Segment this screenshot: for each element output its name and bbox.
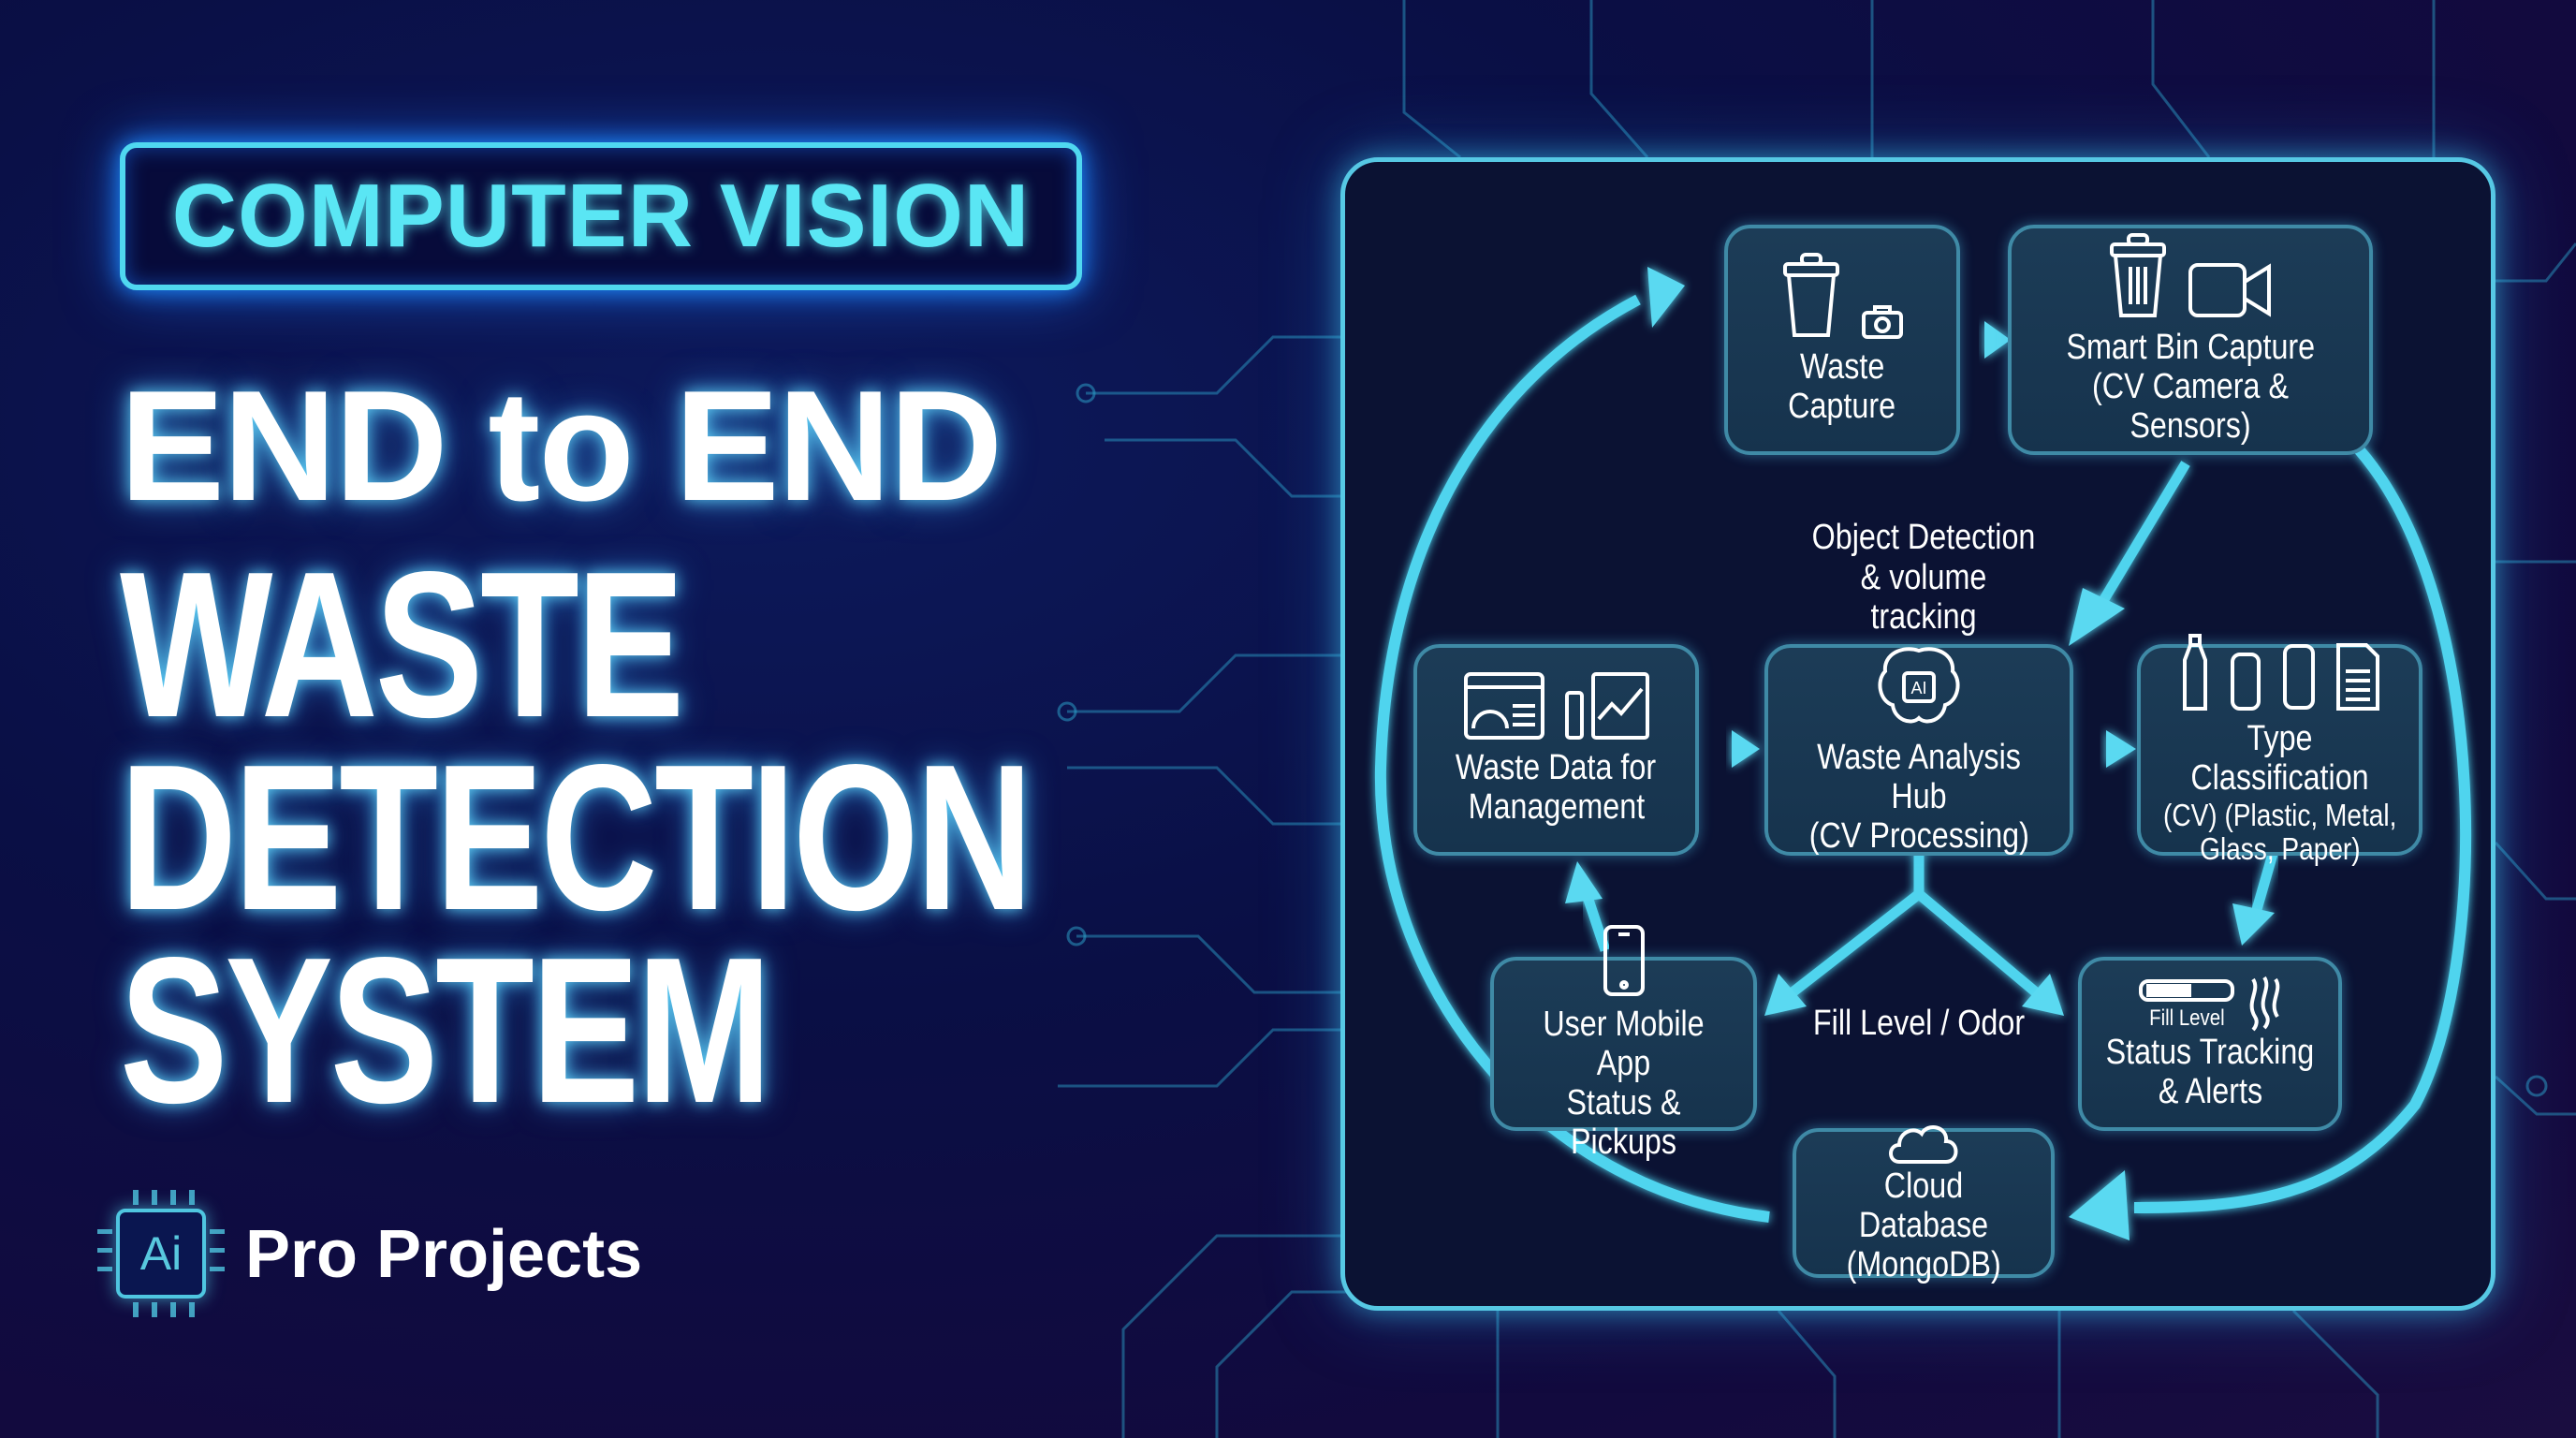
node-label: User Mobile App <box>1543 1005 1705 1084</box>
computer-vision-badge: COMPUTER VISION <box>120 142 1082 290</box>
node-label: Management <box>1468 787 1645 827</box>
node-label: Waste Analysis Hub <box>1817 738 2021 817</box>
node-label: Status Tracking <box>2105 1033 2315 1073</box>
circuit-trace <box>1121 1234 1348 1438</box>
bottle-icon <box>2182 633 2207 711</box>
title-line-1: END to END <box>120 358 1003 534</box>
brand-logo: Ai Pro Projects <box>97 1184 642 1325</box>
node-label: Glass, Paper) <box>2199 830 2361 866</box>
smartphone-icon <box>1603 925 1645 997</box>
circuit-trace <box>2496 242 2576 283</box>
node-label: & Alerts <box>2158 1072 2262 1111</box>
dashboard-gauge-icon <box>1463 672 1544 741</box>
circuit-trace <box>1067 766 1348 826</box>
node-label: (CV) (Plastic, Metal, <box>2162 797 2397 832</box>
circuit-trace <box>1589 0 1649 158</box>
node-label: Status & Pickups <box>1566 1083 1681 1162</box>
circuit-node <box>1076 383 1096 404</box>
fill-level-bar-icon <box>2139 979 2234 1003</box>
circuit-trace <box>2494 1075 2576 1116</box>
node-label: Cloud Database <box>1858 1167 1989 1246</box>
node-smart-bin-capture[interactable]: Smart Bin Capture (CV Camera & Sensors) <box>2008 225 2373 455</box>
ai-chip-icon: Ai <box>97 1184 228 1325</box>
trash-bin-icon <box>1783 253 1839 338</box>
circuit-trace <box>1076 934 1348 994</box>
chip-label: Ai <box>139 1227 183 1280</box>
node-label: Type Classification <box>2190 718 2369 798</box>
node-label: Waste <box>1799 347 1885 388</box>
charts-icon <box>1564 672 1649 741</box>
node-status-tracking[interactable]: Fill Level Status Tracking & Alerts <box>2078 957 2342 1131</box>
node-waste-data-management[interactable]: Waste Data for Management <box>1413 644 1699 856</box>
node-label: Capture <box>1788 387 1896 426</box>
circuit-trace <box>1058 1028 1348 1088</box>
cloud-icon <box>1889 1125 1958 1165</box>
circuit-trace <box>2291 1309 2379 1438</box>
node-waste-analysis-hub[interactable]: AI Waste Analysis Hub (CV Processing) <box>1764 644 2073 856</box>
can-icon <box>2282 643 2315 710</box>
brand-name: Pro Projects <box>245 1217 643 1292</box>
edge-label-object-detection: Object Detection & volume tracking <box>1811 518 2036 638</box>
node-label: (CV Camera & Sensors) <box>2091 367 2290 446</box>
node-label: Smart Bin Capture <box>2066 328 2315 368</box>
svg-text:AI: AI <box>1910 679 1926 697</box>
camera-icon <box>1862 305 1903 340</box>
badge-text: COMPUTER VISION <box>171 166 1031 266</box>
title-line-4: SYSTEM <box>120 915 771 1147</box>
ai-brain-icon: AI <box>1878 647 1960 724</box>
title-line-2: WASTE <box>120 529 684 761</box>
video-camera-icon <box>2188 263 2271 318</box>
trash-bin-icon <box>2110 233 2166 318</box>
can-icon <box>2230 652 2261 711</box>
paper-document-icon <box>2335 642 2379 711</box>
circuit-trace <box>1215 1290 1348 1438</box>
circuit-trace <box>1067 653 1348 713</box>
circuit-trace <box>1777 1310 1837 1438</box>
circuit-trace <box>1402 0 1461 159</box>
circuit-node <box>1066 926 1087 946</box>
node-label: (CV Processing) <box>1808 815 2029 856</box>
node-type-classification[interactable]: Type Classification (CV) (Plastic, Metal… <box>2137 633 2422 866</box>
node-label: Waste Data for <box>1456 748 1657 788</box>
odor-waves-icon <box>2249 976 2280 1032</box>
node-user-mobile-app[interactable]: User Mobile App Status & Pickups <box>1490 925 1757 1162</box>
title-line-3: DETECTION <box>120 722 1033 954</box>
circuit-trace <box>1105 438 1348 498</box>
circuit-trace <box>1086 335 1348 395</box>
fill-level-caption: Fill Level <box>2148 1005 2225 1032</box>
node-cloud-database[interactable]: Cloud Database (MongoDB) <box>1793 1125 2055 1284</box>
circuit-trace <box>2151 0 2211 158</box>
circuit-node <box>2525 1075 2548 1097</box>
node-waste-capture[interactable]: Waste Capture <box>1724 225 1960 455</box>
circuit-trace <box>2494 841 2576 901</box>
circuit-node <box>1057 701 1077 722</box>
node-label: (MongoDB) <box>1846 1244 2001 1284</box>
edge-label-fill-level-odor: Fill Level / Odor <box>1812 1004 2026 1043</box>
